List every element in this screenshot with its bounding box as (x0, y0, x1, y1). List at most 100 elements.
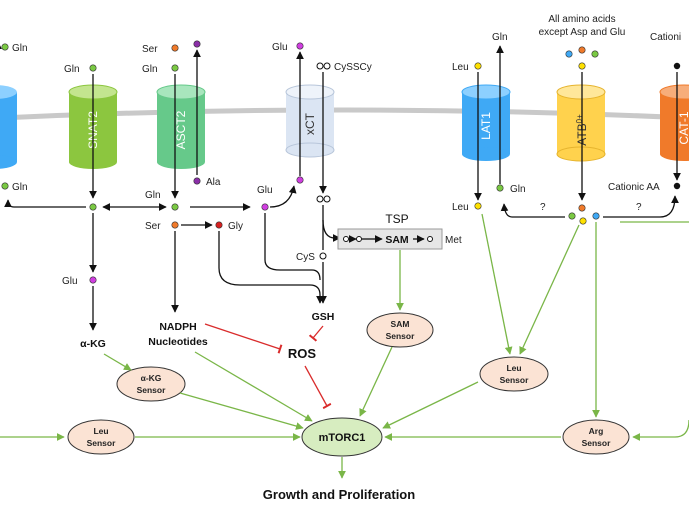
ros-label: ROS (288, 346, 317, 361)
arg-sensor: Arg Sensor (562, 419, 630, 455)
gln-label: Gln (12, 43, 28, 54)
ser-dot (171, 44, 179, 52)
cys-label: CyS (296, 252, 315, 263)
aa-dot-yellow (578, 62, 586, 70)
nadph-label: NADPH (159, 321, 196, 333)
gln-dot-in (496, 184, 504, 192)
gsh-label: GSH (312, 311, 335, 323)
akg-label: α-KG (80, 338, 106, 350)
xct-label: xCT (303, 112, 317, 135)
left-transporter (0, 85, 17, 169)
cyssscy-label: CySSCy (334, 62, 372, 73)
glu-dot (89, 276, 97, 284)
lat1-label: LAT1 (479, 112, 493, 140)
cat1-transporter: CAT-1 (659, 84, 689, 161)
aa-dot-green-in (568, 212, 576, 220)
svg-text:Sensor: Sensor (87, 438, 117, 448)
leu-label: Leu (452, 202, 469, 213)
leu-sensor-right: Leu Sensor (479, 356, 549, 392)
met-label: Met (445, 235, 462, 246)
svg-text:Sensor: Sensor (137, 385, 167, 395)
sam-label: SAM (385, 234, 409, 246)
question-mark: ? (540, 202, 546, 213)
cyssscy-dot-b (323, 62, 331, 70)
svg-text:mTORC1: mTORC1 (319, 432, 366, 444)
svg-text:α-KG: α-KG (141, 373, 162, 383)
gln-dot (1, 43, 9, 51)
gln-label: Gln (12, 182, 28, 193)
cationic-dot (673, 62, 681, 70)
gly-label: Gly (228, 221, 243, 232)
cyssscy-dot-a (316, 62, 324, 70)
cationic-dot-in (673, 182, 681, 190)
leu-dot-in (474, 202, 482, 210)
leu-dot (474, 62, 482, 70)
nadph-inhibits-ros (204, 323, 283, 354)
asct2-transporter: ASCT2 (156, 84, 206, 169)
all-aa-line1: All amino acids (548, 14, 615, 25)
mtorc1-node: mTORC1 (301, 417, 383, 457)
svg-text:Sensor: Sensor (500, 375, 530, 385)
gln-dot-snat2-in (89, 203, 97, 211)
cationic-label: Cationi (650, 32, 681, 43)
gln-label: Gln (145, 190, 161, 201)
right-edge-to-arg-sensor (632, 419, 689, 441)
cationic-aa-label: Cationic AA (608, 182, 660, 193)
gln-dot-asct2-in (171, 203, 179, 211)
gln-dot (89, 64, 97, 72)
ala-dot (193, 177, 201, 185)
question-mark: ? (636, 202, 642, 213)
cys-dot (319, 252, 327, 260)
lat1-transporter: LAT1 (461, 84, 511, 161)
gln-dot (171, 64, 179, 72)
gln-recycle-arrow (4, 199, 86, 208)
cationic-arrow (603, 195, 679, 218)
aa-dot-orange (578, 46, 586, 54)
svg-text:Arg: Arg (589, 426, 604, 436)
svg-text:Sensor: Sensor (386, 331, 416, 341)
aa-dot-orange-in (578, 204, 586, 212)
xct-transporter: xCT (285, 84, 335, 158)
right-leu-sensor-to-mtorc1 (382, 381, 479, 429)
ser-dot (171, 221, 179, 229)
svg-text:SAM: SAM (391, 319, 410, 329)
glu-label: Glu (62, 276, 78, 287)
aa-dot-green (591, 50, 599, 58)
glu-label: Glu (257, 185, 273, 196)
svg-text:Sensor: Sensor (582, 438, 612, 448)
asct2-label: ASCT2 (174, 110, 188, 149)
cat1-label: CAT-1 (677, 111, 689, 144)
ser-label: Ser (145, 221, 161, 232)
akg-sensor-to-mtorc1 (179, 392, 304, 430)
ala-label: Ala (206, 177, 221, 188)
nucleotides-label: Nucleotides (148, 336, 208, 348)
atb-aa-to-leu-sensor (519, 224, 580, 355)
svg-text:Leu: Leu (93, 426, 108, 436)
gln-label: Gln (142, 64, 158, 75)
leu-label: Leu (452, 62, 469, 73)
glu-to-gsh-arrow (264, 213, 321, 281)
tsp-box (337, 228, 443, 250)
aa-dot-blue (565, 50, 573, 58)
leu-to-leu-sensor (481, 213, 513, 355)
svg-text:Leu: Leu (506, 363, 521, 373)
tsp-label: TSP (385, 212, 408, 226)
ser-label: Ser (142, 44, 158, 55)
nucleotides-to-mtorc1 (194, 351, 313, 422)
akg-sensor: α-KG Sensor (116, 366, 186, 402)
atb-transporter: ATB0+ (556, 84, 606, 162)
aa-dot-yellow-in (579, 217, 587, 225)
cyssscy-dot-in-b (323, 195, 331, 203)
aa-dot-blue-in (592, 212, 600, 220)
ala-dot-out (193, 40, 201, 48)
gly-dot (215, 221, 223, 229)
gln-label: Gln (510, 184, 526, 195)
gln-label: Gln (64, 64, 80, 75)
growth-proliferation-label: Growth and Proliferation (263, 487, 415, 502)
leu-sensor-left: Leu Sensor (67, 419, 135, 455)
sam-sensor-to-mtorc1 (359, 346, 393, 417)
gln-label: Gln (492, 32, 508, 43)
cyssscy-dot-in-a (316, 195, 324, 203)
